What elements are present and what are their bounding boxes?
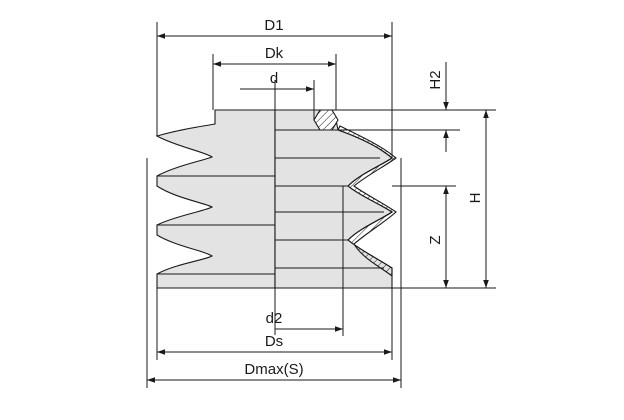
dimension-h: H	[392, 110, 496, 289]
bellows-left-half	[155, 109, 276, 289]
dimension-dk: Dk	[212, 45, 337, 110]
section-wall-hatch	[337, 125, 397, 278]
dimension-d: d	[240, 70, 315, 120]
label-d: d	[270, 70, 278, 87]
label-h: H	[467, 193, 484, 204]
top-flange-bead-hatch	[314, 110, 338, 130]
label-z: Z	[427, 235, 444, 244]
fold-lines	[157, 157, 384, 275]
dimension-h2: H2	[338, 62, 496, 152]
dimension-dmax: Dmax(S)	[146, 158, 402, 388]
dimension-d1: D1	[156, 17, 393, 158]
label-ds: Ds	[265, 333, 283, 350]
label-h2: H2	[427, 70, 444, 89]
label-d1: D1	[264, 17, 283, 34]
dimension-ds: Ds	[156, 288, 393, 360]
dimension-d2: d2	[266, 186, 344, 336]
label-dmax: Dmax(S)	[244, 361, 303, 378]
label-dk: Dk	[265, 45, 284, 62]
dimension-z: Z	[392, 185, 456, 288]
label-d2: d2	[266, 310, 283, 327]
